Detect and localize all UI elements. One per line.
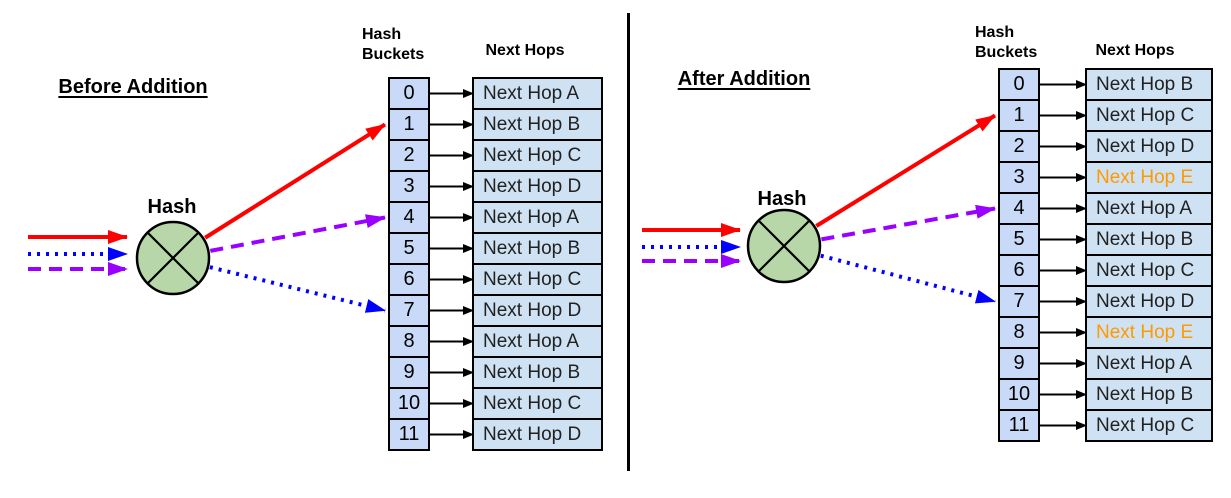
purple-flow-to-bucket-4-arrow <box>209 214 386 253</box>
next-hop-cell: Next Hop A <box>472 201 603 234</box>
bucket-header-line1: Hash <box>362 26 402 43</box>
purple-flow-to-bucket-4-arrow <box>821 204 996 242</box>
bucket-cell: 8 <box>388 325 430 358</box>
bucket-cell: 7 <box>388 294 430 327</box>
bucket-cell: 5 <box>388 232 430 265</box>
next-hop-cell: Next Hop D <box>1085 130 1213 163</box>
bucket-cell: 5 <box>998 223 1040 256</box>
next-hop-cell: Next Hop C <box>472 263 603 296</box>
panel-title-after: After Addition <box>677 68 811 90</box>
next-hop-cell: Next Hop C <box>472 139 603 172</box>
hash-node <box>746 208 822 284</box>
bucket-cell: 11 <box>388 418 430 451</box>
hash-node-cross-line <box>757 219 811 273</box>
red-flow-to-bucket-1-arrow <box>815 113 997 228</box>
next-hop-cell: Next Hop A <box>472 325 603 358</box>
next-hop-cell-new: Next Hop E <box>1085 161 1213 194</box>
bucket-cell: 9 <box>998 347 1040 380</box>
bucket-cell: 8 <box>998 316 1040 349</box>
bucket-cell: 0 <box>388 77 430 110</box>
next-hop-cell: Next Hop D <box>472 294 603 327</box>
bucket-cell: 4 <box>388 201 430 234</box>
next-hop-cell: Next Hop B <box>472 356 603 389</box>
next-hop-cell: Next Hop A <box>472 77 603 110</box>
next-hop-cell: Next Hop D <box>1085 285 1213 318</box>
bucket-cell: 1 <box>998 99 1040 132</box>
next-hops-header-before: Next Hops <box>485 42 565 59</box>
bucket-column-header-after: Hash Buckets <box>975 23 1037 63</box>
next-hop-cell: Next Hop B <box>1085 68 1213 101</box>
panel-divider <box>627 13 630 471</box>
next-hop-cell: Next Hop A <box>1085 192 1213 225</box>
panel-title-before: Before Addition <box>58 76 208 98</box>
bucket-cell: 10 <box>388 387 430 420</box>
next-hop-cell: Next Hop C <box>472 387 603 420</box>
bucket-cell: 6 <box>388 263 430 296</box>
bucket-cell: 7 <box>998 285 1040 318</box>
next-hop-cell: Next Hop D <box>472 418 603 451</box>
next-hop-cell: Next Hop B <box>1085 378 1213 411</box>
bucket-cell: 10 <box>998 378 1040 411</box>
next-hop-cell: Next Hop C <box>1085 99 1213 132</box>
blue-flow-to-bucket-7-arrow <box>209 265 386 313</box>
red-flow-to-bucket-1-arrow <box>204 122 387 240</box>
next-hop-cell: Next Hop B <box>472 232 603 265</box>
bucket-cell: 3 <box>998 161 1040 194</box>
bucket-header-line2: Buckets <box>975 44 1038 61</box>
bucket-column-header-before: Hash Buckets <box>362 25 424 65</box>
next-hop-cell-new: Next Hop E <box>1085 316 1213 349</box>
bucket-header-line1: Hash <box>975 24 1015 41</box>
hash-node-cross-line <box>146 231 200 285</box>
bucket-cell: 9 <box>388 356 430 389</box>
bucket-cell: 2 <box>388 139 430 172</box>
next-hop-cell: Next Hop B <box>1085 223 1213 256</box>
next-hop-cell: Next Hop D <box>472 170 603 203</box>
bucket-cell: 2 <box>998 130 1040 163</box>
next-hop-cell: Next Hop C <box>1085 409 1213 442</box>
blue-flow-to-bucket-7-arrow <box>820 253 996 304</box>
bucket-cell: 4 <box>998 192 1040 225</box>
next-hop-cell: Next Hop A <box>1085 347 1213 380</box>
bucket-cell: 1 <box>388 108 430 141</box>
hash-node-cross-line <box>757 219 811 273</box>
bucket-header-line2: Buckets <box>362 46 425 63</box>
bucket-cell: 6 <box>998 254 1040 287</box>
bucket-cell: 0 <box>998 68 1040 101</box>
hash-node-label-before: Hash <box>147 196 197 218</box>
next-hops-header-after: Next Hops <box>1095 42 1175 59</box>
bucket-cell: 11 <box>998 409 1040 442</box>
bucket-cell: 3 <box>388 170 430 203</box>
hash-node-label-after: Hash <box>757 188 807 210</box>
hash-node-cross-line <box>146 231 200 285</box>
hash-node <box>135 220 211 296</box>
next-hop-cell: Next Hop C <box>1085 254 1213 287</box>
next-hop-cell: Next Hop B <box>472 108 603 141</box>
